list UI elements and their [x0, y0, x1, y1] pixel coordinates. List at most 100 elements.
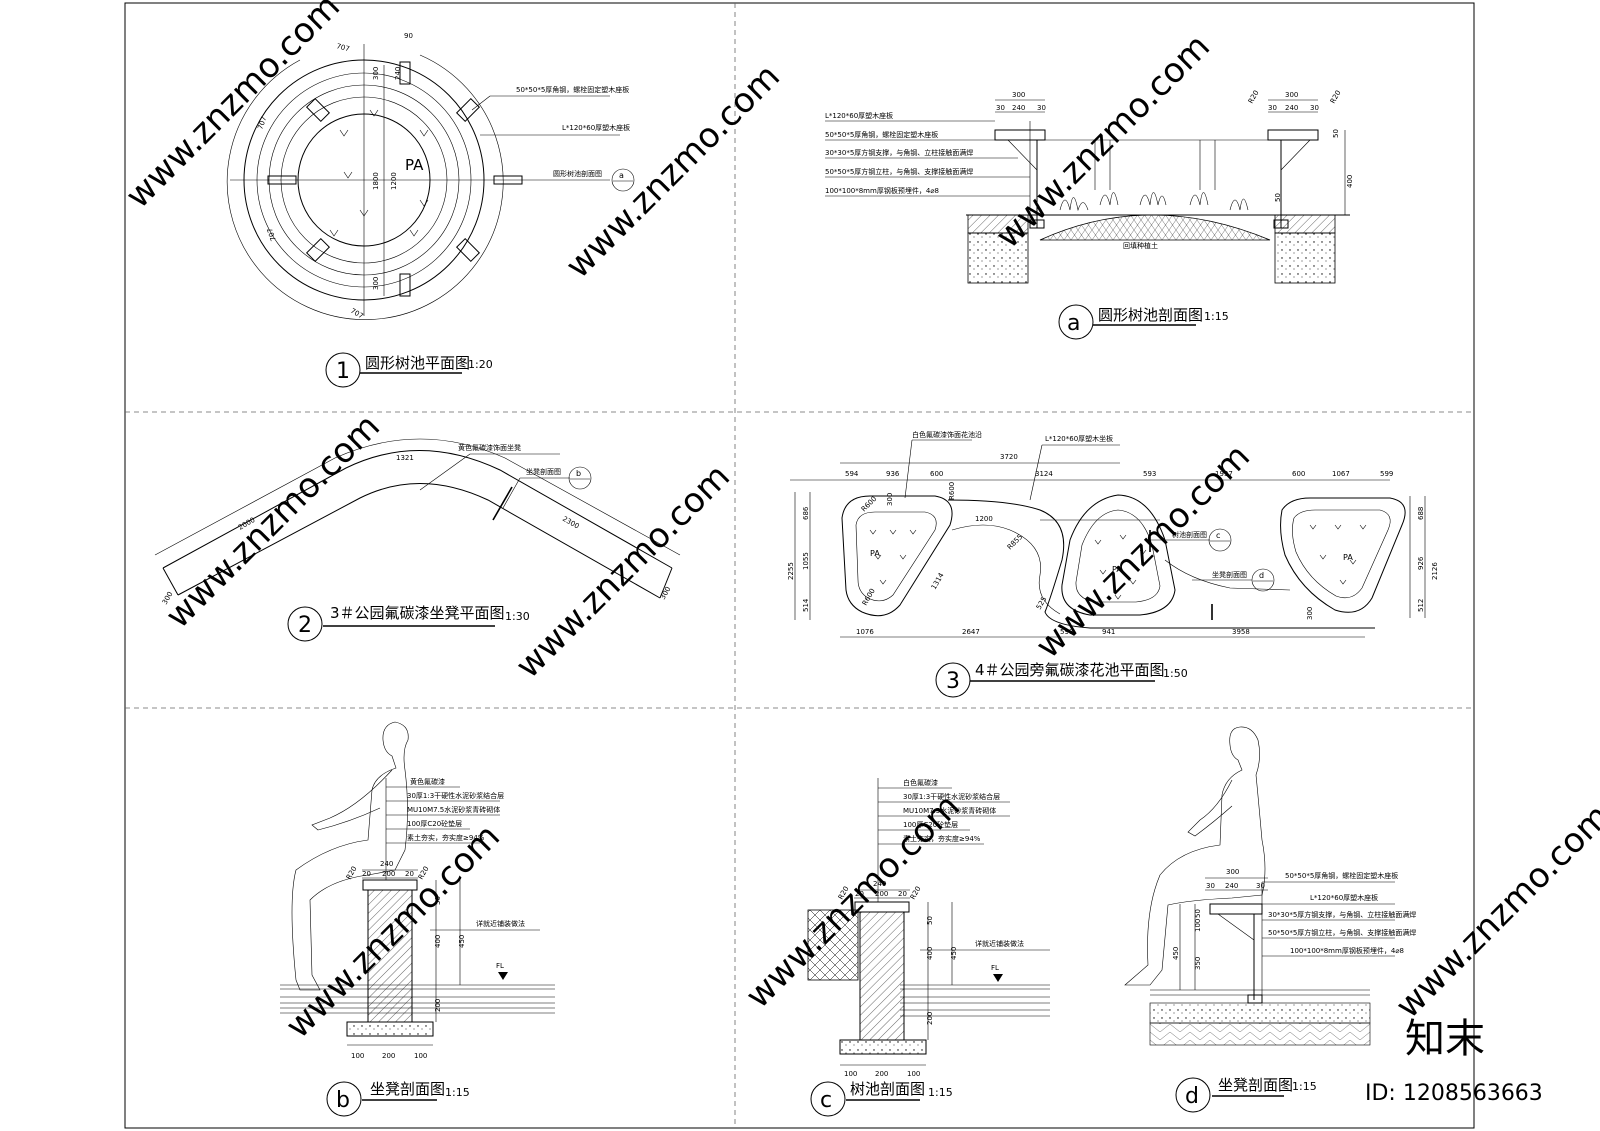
dim-label: 600: [1292, 470, 1305, 478]
dim-label: 707: [335, 42, 350, 53]
dim-label: 50: [434, 896, 442, 905]
pa-label: PA: [1112, 565, 1122, 574]
dim-label: 1055: [802, 552, 810, 570]
dim-label: 200: [875, 890, 888, 898]
pa-label: PA: [870, 549, 880, 558]
dim-label: R20: [1247, 89, 1261, 105]
panel-tree-pit-edge-section: FL 白色氟碳漆 30厚1:3干硬性水泥砂浆结合层 MU10M7.5水泥砂浆青砖…: [807, 778, 1050, 1117]
dim-label: 300: [1226, 868, 1239, 876]
callout-text: L*120*60厚塑木座板: [1310, 893, 1378, 902]
callout-text: MU10M7.5水泥砂浆青砖砌体: [903, 806, 996, 815]
dim-label: 240: [873, 880, 886, 888]
soil-label: 回填种植土: [1123, 241, 1158, 250]
dim-label: R600: [861, 587, 877, 607]
dim-label: 3124: [1035, 470, 1053, 478]
section-ref: d: [1259, 571, 1264, 580]
watermark-text: www.znzmo.com: [508, 456, 738, 686]
dim-label: 450: [950, 947, 958, 960]
brand-logo: 知末: [1405, 1016, 1485, 1062]
dim-label: 1200: [390, 172, 398, 190]
dim-label: 1321: [396, 454, 414, 462]
drawing-title: 坐凳剖面图: [1218, 1076, 1293, 1094]
dim-label: R855: [1006, 533, 1025, 552]
dim-label: 1076: [856, 628, 874, 636]
dim-label: 593: [1143, 470, 1156, 478]
callout-text: 50*50*5厚角钢，螺栓固定塑木座板: [1285, 871, 1398, 880]
dim-label: R20: [345, 865, 359, 881]
dim-label: 240: [394, 67, 402, 80]
drawing-number: 2: [298, 613, 312, 638]
callout-text: 黄色氟碳漆: [410, 777, 445, 786]
dim-label: 300: [372, 277, 380, 290]
drawing-number: 1: [336, 359, 350, 384]
dim-label: 90: [404, 32, 413, 40]
dim-label: 936: [886, 470, 900, 478]
section-ref: a: [619, 171, 624, 180]
section-ref: c: [1216, 531, 1220, 540]
dim-label: 50: [926, 916, 934, 925]
callout-text: 100厚C20砼垫层: [903, 820, 958, 829]
dim-label: 1200: [975, 515, 993, 523]
watermark-text: www.znzmo.com: [118, 0, 348, 216]
callout-text: L*120*60厚塑木座板: [562, 123, 630, 132]
drawing-number: a: [1067, 311, 1080, 336]
callout-text: 详就近铺装做法: [476, 919, 525, 928]
callout-text: 白色氟碳漆饰面花池沿: [912, 430, 982, 439]
dim-label: 350: [1194, 957, 1202, 970]
dim-label: 926: [1417, 556, 1425, 570]
dim-label: 300: [659, 585, 673, 601]
dim-label: 100: [351, 1052, 364, 1060]
callout-text: 100*100*8mm厚钢板预埋件，4⌀8: [1290, 946, 1404, 955]
dim-label: 300: [886, 493, 894, 506]
callout-text: 100*100*8mm厚钢板预埋件，4⌀8: [825, 186, 939, 195]
dim-label: 450: [1172, 947, 1180, 960]
drawing-title: 圆形树池剖面图: [1098, 306, 1203, 324]
dim-label: 707: [256, 115, 268, 130]
dim-label: 30: [996, 104, 1005, 112]
pa-label: PA: [1343, 553, 1353, 562]
dim-label: 594: [845, 470, 859, 478]
dim-label: 30: [1206, 882, 1215, 890]
dim-label: 20: [898, 890, 907, 898]
dim-label: 200: [382, 1052, 395, 1060]
dim-label: 1997: [1215, 470, 1233, 478]
drawing-number: c: [820, 1088, 832, 1113]
dim-label: 20: [405, 870, 414, 878]
drawing-number: 3: [946, 669, 960, 694]
callout-text: 50*50*5厚角钢，螺栓固定塑木座板: [825, 130, 938, 139]
callout-text: 素土夯实，夯实度≥94%: [903, 834, 981, 843]
fl-label: FL: [991, 964, 999, 972]
dim-label: 100: [1194, 919, 1202, 932]
callout-text: 坐凳剖面图: [526, 467, 561, 476]
dim-label: 200: [434, 999, 442, 1012]
callout-text: 圆形树池剖面图: [553, 169, 602, 178]
drawing-title: 圆形树池平面图: [365, 354, 470, 372]
dim-label: R20: [1329, 89, 1343, 105]
dim-label: 1314: [930, 571, 946, 591]
drawing-scale: 1:15: [928, 1086, 953, 1099]
dim-label: 240: [380, 860, 393, 868]
dim-label: 688: [1417, 507, 1425, 520]
drawing-number: b: [336, 1088, 350, 1113]
dim-label: 20: [362, 870, 371, 878]
dim-label: 2300: [561, 515, 580, 531]
callout-text: 坐凳剖面图: [1212, 570, 1247, 579]
dim-label: 599: [1380, 470, 1393, 478]
dim-label: 30: [1037, 104, 1046, 112]
callout-text: 100厚C20砼垫层: [407, 819, 462, 828]
sheet-frame: [124, 2, 1475, 1129]
dim-label: 30: [1256, 882, 1265, 890]
callout-text: 50*50*5厚方钢立柱，与角钢、支撑接触面满焊: [825, 167, 973, 176]
callout-text: 白色氟碳漆: [903, 778, 938, 787]
drawing-title: 树池剖面图: [850, 1080, 925, 1098]
callout-text: 30厚1:3干硬性水泥砂浆结合层: [407, 791, 504, 800]
dim-label: R600: [948, 482, 956, 500]
dim-label: 300: [1012, 91, 1025, 99]
dim-label: 1067: [1332, 470, 1350, 478]
dim-label: 3958: [1232, 628, 1250, 636]
dim-label: 2647: [962, 628, 980, 636]
dim-label: 600: [930, 470, 943, 478]
panel-seat-section: 300 30 240 30 50 100 450 350 50*50*5厚角钢，…: [1124, 726, 1416, 1113]
dim-label: 686: [802, 506, 810, 520]
dim-label: 240: [1225, 882, 1238, 890]
